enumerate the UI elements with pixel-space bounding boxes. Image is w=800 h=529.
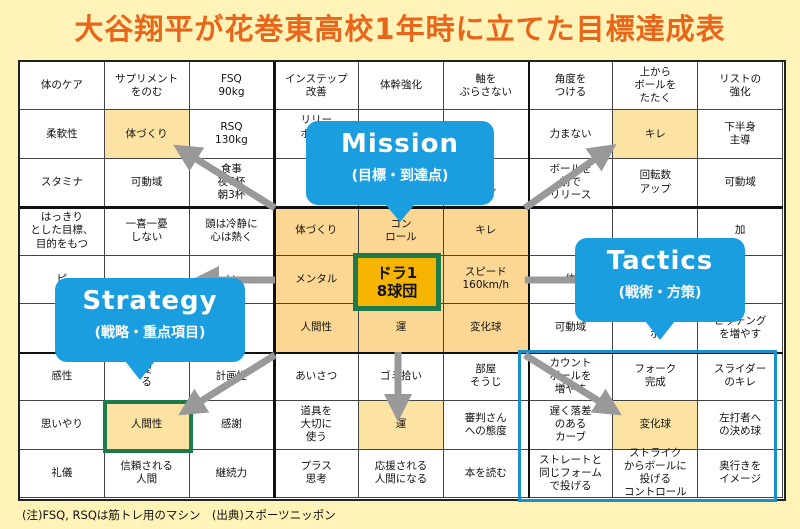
grid-cell-r5-c3: 人間性 xyxy=(274,304,360,353)
grid-cell-r3-c5: キレ xyxy=(443,207,529,256)
grid-cell-r5-c5: 変化球 xyxy=(443,304,529,353)
footnote: (注)FSQ, RSQは筋トレ用のマシン (出典)スポーツニッポン xyxy=(22,508,336,522)
grid-cell-r8-c7: ストライク からボールに 投げる コントロール xyxy=(613,447,699,498)
grid-cell-r0-c0: 体のケア xyxy=(20,62,105,111)
grid-cell-r7-c1: 人間性 xyxy=(104,401,190,450)
grid-cell-r7-c3: 道具を 大切に 使う xyxy=(274,401,360,450)
grid-cell-r2-c8: 可動域 xyxy=(698,158,783,208)
grid-cell-r6-c4: ゴミ拾い xyxy=(359,352,444,402)
grid-cell-r8-c5: 本を読む xyxy=(443,449,529,498)
block-divider-v xyxy=(273,62,276,498)
tactics-frame xyxy=(518,350,777,502)
grid-cell-r6-c8: スライダー のキレ xyxy=(698,352,783,402)
grid-cell-r1-c6: 力まない xyxy=(528,110,614,159)
grid-cell-r8-c8: 奥行きを イメージ xyxy=(698,449,783,498)
grid-cell-r6-c3: あいさつ xyxy=(274,352,360,402)
grid-cell-r1-c2: RSQ 130kg xyxy=(189,110,275,159)
grid-cell-r3-c0: はっきり とした目標、 目的をもつ xyxy=(20,207,105,256)
grid-cell-r4-c5: スピード 160km/h xyxy=(443,255,529,305)
grid-cell-r8-c0: 礼儀 xyxy=(20,449,105,498)
grid-cell-r7-c8: 左打者へ の決め球 xyxy=(698,401,783,450)
center-goal: ドラ1 8球団 xyxy=(358,258,436,306)
grid-cell-r7-c2: 感謝 xyxy=(189,401,275,450)
grid-cell-r3-c6 xyxy=(528,207,614,256)
grid-cell-r0-c6: 角度を つける xyxy=(528,62,614,111)
page-title: 大谷翔平が花巻東高校1年時に立てた目標達成表 xyxy=(74,12,726,46)
grid-cell-r5-c4: 運 xyxy=(359,304,444,353)
grid-cell-r1-c7: キレ xyxy=(613,110,699,159)
block-divider-h xyxy=(20,351,783,355)
grid-cell-r1-c1: 体づくり xyxy=(104,110,190,159)
strategy-heading: Strategy xyxy=(82,286,218,316)
grid-cell-r3-c4: コン ロール xyxy=(359,207,444,256)
grid-cell-r0-c4: 体幹強化 xyxy=(359,62,444,111)
center-goal-box: ドラ1 8球団 xyxy=(353,253,441,311)
grid-cell-r3-c2: 頭は冷静に 心は熱く xyxy=(189,207,275,256)
grid-cell-r0-c7: 上から ボールを たたく xyxy=(613,62,699,111)
grid-cell-r4-c3: メンタル xyxy=(274,255,360,305)
strategy-callout: Strategy (戦略・重点項目) xyxy=(55,278,245,362)
grid-cell-r8-c1: 信頼される 人間 xyxy=(104,449,190,498)
mission-heading: Mission xyxy=(340,129,460,159)
grid-cell-r6-c7: フォーク 完成 xyxy=(613,352,699,402)
tactics-heading: Tactics xyxy=(606,246,714,276)
grid-cell-r6-c5: 部屋 そうじ xyxy=(443,352,529,402)
mission-sub: (目標・到達点) xyxy=(351,168,449,184)
mission-callout: Mission (目標・到達点) xyxy=(306,121,494,205)
grid-cell-r8-c6: ストレートと 同じフォーム で投げる xyxy=(528,449,614,498)
grid-cell-r0-c1: サプリメント をのむ xyxy=(104,62,190,111)
grid-cell-r8-c4: 応援される 人間になる xyxy=(359,449,444,498)
center-goal-line2: 8球団 xyxy=(376,282,418,300)
grid-cell-r7-c5: 審判さん への態度 xyxy=(443,401,529,450)
grid-cell-r7-c7: 変化球 xyxy=(613,401,699,450)
grid-cell-r3-c3: 体づくり xyxy=(274,207,360,256)
strategy-frame xyxy=(103,400,193,453)
grid-cell-r2-c7: 回転数 アップ xyxy=(613,158,699,208)
grid-cell-r2-c1: 可動域 xyxy=(104,158,190,208)
grid-cell-r7-c4: 運 xyxy=(359,401,444,450)
tactics-sub: (戦術・方策) xyxy=(618,285,702,301)
grid-cell-r2-c2: 食事 夜7杯 朝3杯 xyxy=(189,158,275,208)
grid-cell-r0-c8: リストの 強化 xyxy=(698,62,783,111)
grid-cell-r2-c0: スタミナ xyxy=(20,158,105,208)
grid-cell-r8-c2: 継続力 xyxy=(189,449,275,498)
grid-cell-r2-c6: ボールを 前で リリース xyxy=(528,158,614,208)
grid-cell-r0-c5: 軸を ぶらさない xyxy=(443,62,529,111)
center-goal-line1: ドラ1 xyxy=(376,264,418,282)
grid-cell-r7-c0: 思いやり xyxy=(20,401,105,450)
grid-cell-r6-c0: 感性 xyxy=(20,352,105,402)
grid-cell-r0-c3: インステップ 改善 xyxy=(274,62,360,111)
grid-cell-r3-c1: 一喜一憂 しない xyxy=(104,207,190,256)
strategy-sub: (戦略・重点項目) xyxy=(94,325,206,341)
grid-cell-r0-c2: FSQ 90kg xyxy=(189,62,275,111)
grid-cell-r1-c0: 柔軟性 xyxy=(20,110,105,159)
grid-cell-r8-c3: プラス 思考 xyxy=(274,449,360,498)
block-divider-h xyxy=(20,206,783,209)
tactics-callout: Tactics (戦術・方策) xyxy=(575,238,745,322)
grid-cell-r1-c8: 下半身 主導 xyxy=(698,110,783,159)
